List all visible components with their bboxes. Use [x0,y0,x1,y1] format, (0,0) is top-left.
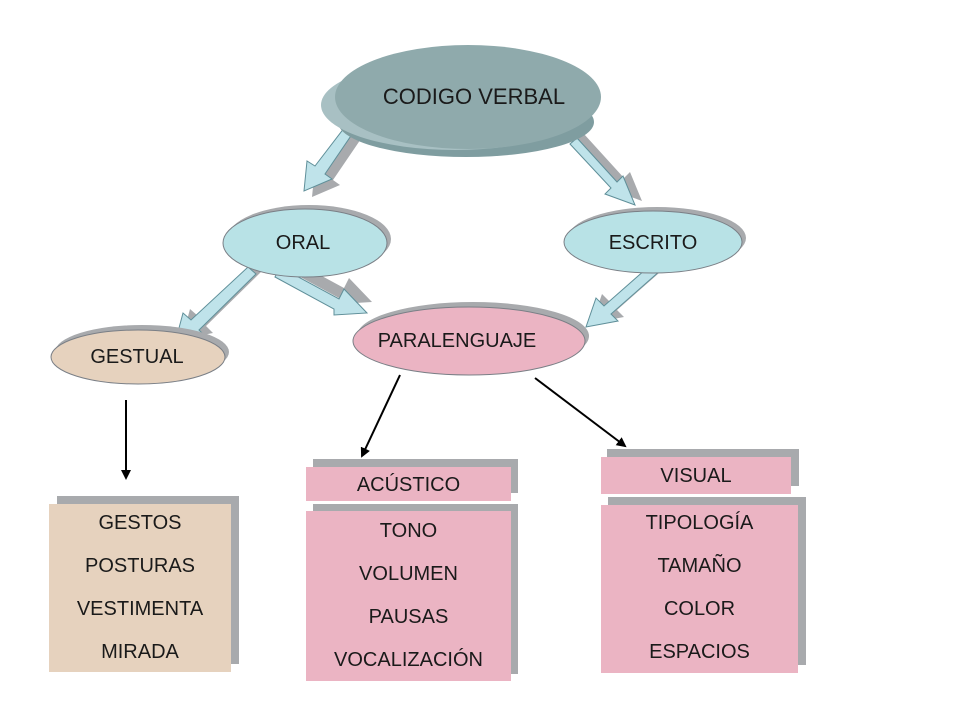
box-acustico-header-shape [306,459,518,501]
node-paralenguaje-label: PARALENGUAJE [377,330,537,352]
acustico-header-label: ACÚSTICO [356,474,461,496]
box-acustico-list-shape [306,504,518,681]
list-item: COLOR [663,598,736,620]
arrow-paralenguaje-to-acustico [360,374,401,458]
list-item: VOCALIZACIÓN [334,649,483,671]
node-escrito-label: ESCRITO [608,232,698,254]
list-item: ESPACIOS [649,641,750,663]
list-item: TIPOLOGÍA [645,512,754,534]
arrow-escrito-to-paralenguaje [585,258,667,328]
box-visual-header-shape [601,449,799,494]
node-oral-shape [222,205,391,278]
node-oral-label: ORAL [275,232,331,254]
node-paralenguaje-shape [352,302,589,376]
list-item: TONO [379,520,438,542]
node-gestual-label: GESTUAL [90,346,184,368]
list-item: POSTURAS [84,555,196,577]
arrow-root-to-escrito [569,134,642,206]
list-item: GESTOS [98,512,182,534]
box-gestual-list-shape [49,496,239,672]
visual-list: TIPOLOGÍA TAMAÑO COLOR ESPACIOS [601,502,798,674]
node-gestual-shape [50,325,229,385]
visual-header-label: VISUAL [660,465,732,487]
node-codigo-verbal-label: CODIGO VERBAL [382,84,566,109]
list-item: VESTIMENTA [76,598,204,620]
acustico-list: TONO VOLUMEN PAUSAS VOCALIZACIÓN [306,510,511,682]
list-item: MIRADA [101,641,179,663]
list-item: VOLUMEN [359,563,458,585]
gestual-list: GESTOS POSTURAS VESTIMENTA MIRADA [49,502,231,674]
node-escrito-shape [563,207,746,274]
arrow-paralenguaje-to-visual [534,377,627,448]
list-item: PAUSAS [368,606,449,628]
node-codigo-verbal-shape [321,45,601,157]
list-item: TAMAÑO [657,555,742,577]
box-visual-list-shape [601,497,806,673]
